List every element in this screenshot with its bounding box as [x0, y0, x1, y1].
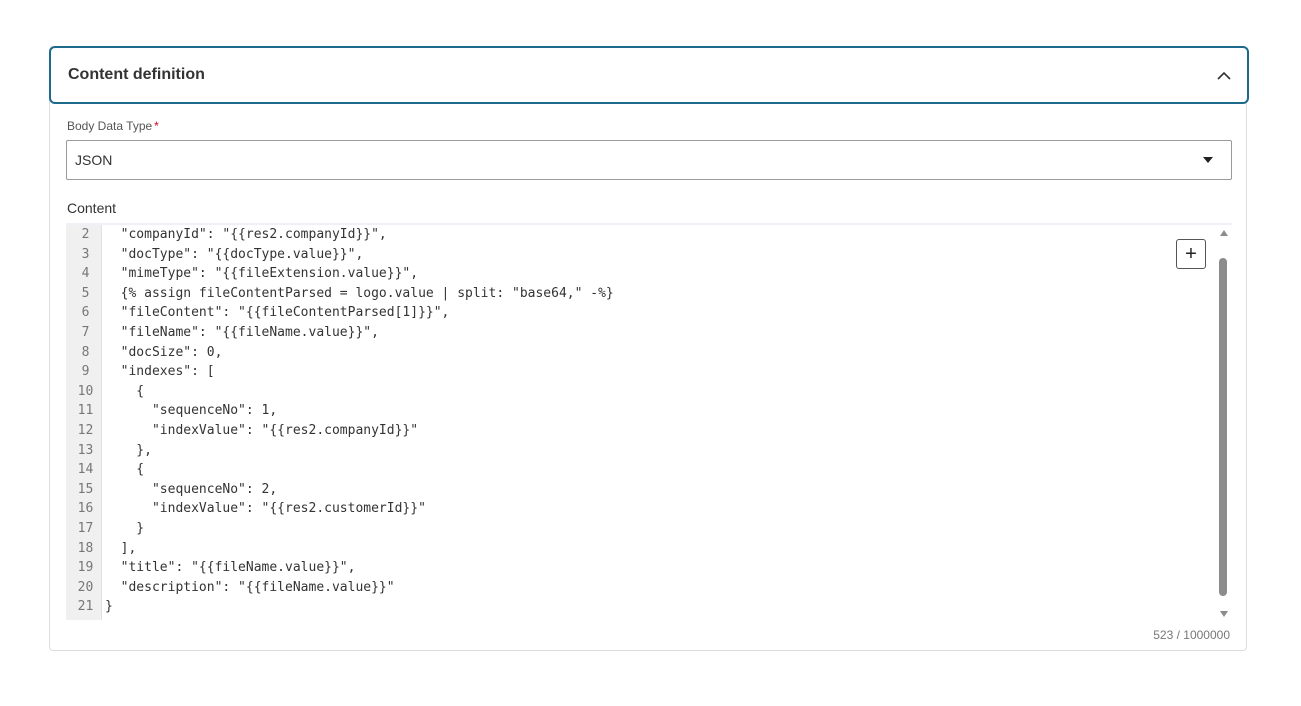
code-line[interactable]: 7 "fileName": "{{fileName.value}}",	[66, 323, 1216, 343]
line-number: 7	[81, 324, 90, 340]
content-definition-panel: Content definition Body Data Type* JSON …	[49, 46, 1249, 651]
code-line[interactable]: 4 "mimeType": "{{fileExtension.value}}",	[66, 264, 1216, 284]
code-line-text[interactable]: "sequenceNo": 1,	[105, 403, 278, 419]
code-line-text[interactable]: }	[105, 520, 145, 536]
line-number: 15	[77, 481, 94, 497]
code-line[interactable]: 10 {	[66, 382, 1216, 402]
code-line-text[interactable]: }	[105, 599, 113, 615]
code-line-text[interactable]: {	[105, 383, 145, 399]
code-line[interactable]: 18 ],	[66, 539, 1216, 559]
code-line-text[interactable]: "companyId": "{{res2.companyId}}",	[105, 227, 387, 242]
code-line-text[interactable]: "indexValue": "{{res2.companyId}}"	[105, 422, 419, 438]
caret-down-icon	[1203, 157, 1213, 163]
code-line[interactable]: 9 "indexes": [	[66, 362, 1216, 382]
content-label: Content	[67, 200, 117, 216]
line-number: 13	[77, 442, 94, 458]
line-number: 18	[77, 540, 94, 556]
scroll-thumb[interactable]	[1219, 258, 1227, 596]
section-title: Content definition	[68, 66, 205, 83]
code-line-text[interactable]: "docSize": 0,	[105, 344, 223, 360]
line-number: 11	[77, 403, 94, 419]
line-number: 19	[77, 560, 94, 576]
code-line[interactable]: 14 {	[66, 460, 1216, 480]
line-number: 16	[77, 501, 94, 517]
code-line-text[interactable]: "sequenceNo": 2,	[105, 481, 278, 497]
add-button[interactable]: +	[1176, 239, 1206, 269]
code-line-text[interactable]: ],	[105, 540, 137, 556]
code-line-text[interactable]: {% assign fileContentParsed = logo.value…	[105, 285, 614, 301]
line-number: 4	[81, 266, 90, 282]
line-number: 14	[77, 462, 94, 478]
line-number-gutter	[66, 225, 102, 620]
code-line-text[interactable]: "indexValue": "{{res2.customerId}}"	[105, 501, 426, 517]
code-line-text[interactable]: {	[105, 462, 145, 478]
code-line[interactable]: 2 "companyId": "{{res2.companyId}}",	[66, 225, 1216, 245]
code-line[interactable]: 19 "title": "{{fileName.value}}",	[66, 558, 1216, 578]
scroll-up-arrow-icon[interactable]	[1220, 230, 1228, 236]
code-editor[interactable]: 2 "companyId": "{{res2.companyId}}",3 "d…	[66, 223, 1232, 620]
line-number: 12	[77, 422, 94, 438]
code-line[interactable]: 8 "docSize": 0,	[66, 343, 1216, 363]
code-line-text[interactable]: "title": "{{fileName.value}}",	[105, 560, 356, 576]
code-line-text[interactable]: "fileName": "{{fileName.value}}",	[105, 324, 379, 340]
code-line[interactable]: 20 "description": "{{fileName.value}}"	[66, 578, 1216, 598]
line-number: 5	[81, 285, 90, 301]
code-line-text[interactable]: "indexes": [	[105, 364, 215, 380]
code-line-text[interactable]: },	[105, 442, 152, 458]
code-line[interactable]: 3 "docType": "{{docType.value}}",	[66, 245, 1216, 265]
line-number: 21	[77, 599, 94, 615]
code-line[interactable]: 21}	[66, 597, 1216, 617]
code-line-text[interactable]: "description": "{{fileName.value}}"	[105, 579, 395, 595]
line-number: 2	[81, 227, 90, 242]
line-number: 20	[77, 579, 94, 595]
body-data-type-select[interactable]: JSON	[66, 140, 1232, 180]
code-lines[interactable]: 2 "companyId": "{{res2.companyId}}",3 "d…	[66, 225, 1216, 617]
required-marker: *	[154, 119, 159, 133]
chevron-up-icon[interactable]	[1217, 68, 1231, 82]
body-data-type-label: Body Data Type*	[67, 119, 159, 133]
code-line[interactable]: 11 "sequenceNo": 1,	[66, 401, 1216, 421]
code-line[interactable]: 5 {% assign fileContentParsed = logo.val…	[66, 284, 1216, 304]
line-number: 6	[81, 305, 90, 321]
line-number: 17	[77, 520, 94, 536]
code-line-text[interactable]: "docType": "{{docType.value}}",	[105, 246, 364, 262]
code-line[interactable]: 13 },	[66, 441, 1216, 461]
line-number: 10	[77, 383, 94, 399]
line-number: 8	[81, 344, 90, 360]
code-line[interactable]: 17 }	[66, 519, 1216, 539]
line-number: 3	[81, 246, 90, 262]
code-line[interactable]: 12 "indexValue": "{{res2.companyId}}"	[66, 421, 1216, 441]
editor-scrollbar[interactable]	[1218, 225, 1230, 620]
code-line-text[interactable]: "fileContent": "{{fileContentParsed[1]}}…	[105, 305, 450, 321]
code-line[interactable]: 6 "fileContent": "{{fileContentParsed[1]…	[66, 303, 1216, 323]
line-number: 9	[81, 364, 90, 380]
code-line[interactable]: 16 "indexValue": "{{res2.customerId}}"	[66, 499, 1216, 519]
code-line[interactable]: 15 "sequenceNo": 2,	[66, 480, 1216, 500]
code-line-text[interactable]: "mimeType": "{{fileExtension.value}}",	[105, 266, 419, 282]
content-definition-header[interactable]: Content definition	[49, 46, 1249, 104]
body-data-type-value: JSON	[75, 152, 113, 168]
scroll-down-arrow-icon[interactable]	[1220, 611, 1228, 617]
character-count: 523 / 1000000	[1153, 628, 1230, 642]
